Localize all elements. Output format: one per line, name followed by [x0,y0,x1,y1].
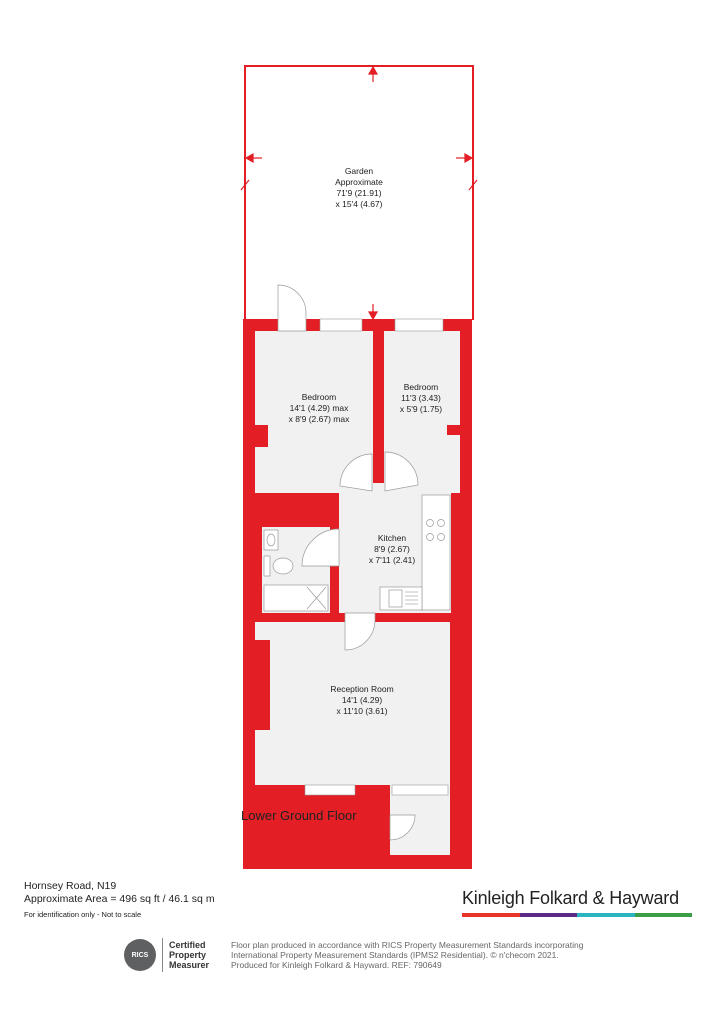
kitchen-width: x 7'11 (2.41) [369,555,416,565]
rics-certification: RICS Certified Property Measurer [124,938,209,972]
measurement-disclaimer: Floor plan produced in accordance with R… [231,940,584,970]
agent-brand: Kinleigh Folkard & Hayward [462,888,692,917]
hob-ring [426,519,434,527]
sink [388,589,403,608]
brand-color-bars [462,913,692,917]
bedroom-1-label: Bedroom 14'1 (4.29) max x 8'9 (2.67) max [289,392,350,424]
rics-logo: RICS [124,939,156,971]
property-info: Hornsey Road, N19 Approximate Area = 496… [24,880,215,921]
reception-name: Reception Room [330,684,393,694]
worktop [421,494,451,611]
garden-name: Garden [345,166,374,176]
rics-divider [162,938,163,972]
garden-label: Garden Approximate 71'9 (21.91) x 15'4 (… [335,166,383,209]
kitchen-length: 8'9 (2.67) [374,544,410,554]
reception-length: 14'1 (4.29) [342,695,383,705]
bedroom-1-width: x 8'9 (2.67) max [289,414,350,424]
address: Hornsey Road, N19 [24,880,117,892]
bedroom-1-length: 14'1 (4.29) max [290,403,350,413]
bedroom-2-label: Bedroom 11'3 (3.43) x 5'9 (1.75) [400,382,442,414]
approximate-area: Approximate Area = 496 sq ft / 46.1 sq m [24,893,215,905]
scale-note: For identification only - Not to scale [24,910,142,919]
bathtub [263,584,329,612]
brand-bar [462,913,520,917]
kitchen-fixtures [379,494,451,611]
brand-bar [577,913,635,917]
interior-walls [243,331,472,869]
bedroom-2-name: Bedroom [404,382,439,392]
drainer [405,591,418,605]
garden-length: 71'9 (21.91) [336,188,381,198]
bedroom-2-width: x 5'9 (1.75) [400,404,442,414]
bathroom-fixtures [263,529,329,612]
garden-width: x 15'4 (4.67) [336,199,383,209]
agent-name: Kinleigh Folkard & Hayward [462,888,679,908]
toilet-bowl [272,557,294,575]
garden-dimension-arrows [240,65,478,321]
brand-bar [634,913,692,917]
bedroom-2-length: 11'3 (3.43) [401,393,441,403]
doors [277,284,419,841]
reception-width: x 11'10 (3.61) [336,706,387,716]
garden-area [244,65,474,320]
kitchen-name: Kitchen [378,533,407,543]
toilet-cistern [263,555,271,577]
rics-certified-text: Certified Property Measurer [169,940,210,970]
floor-label: Lower Ground Floor [241,808,357,823]
bedroom-1-name: Bedroom [302,392,337,402]
kitchen-label: Kitchen 8'9 (2.67) x 7'11 (2.41) [369,533,416,565]
garden-subtitle: Approximate [335,177,383,187]
windows [304,318,449,796]
reception-label: Reception Room 14'1 (4.29) x 11'10 (3.61… [330,684,393,716]
brand-bar [519,913,577,917]
